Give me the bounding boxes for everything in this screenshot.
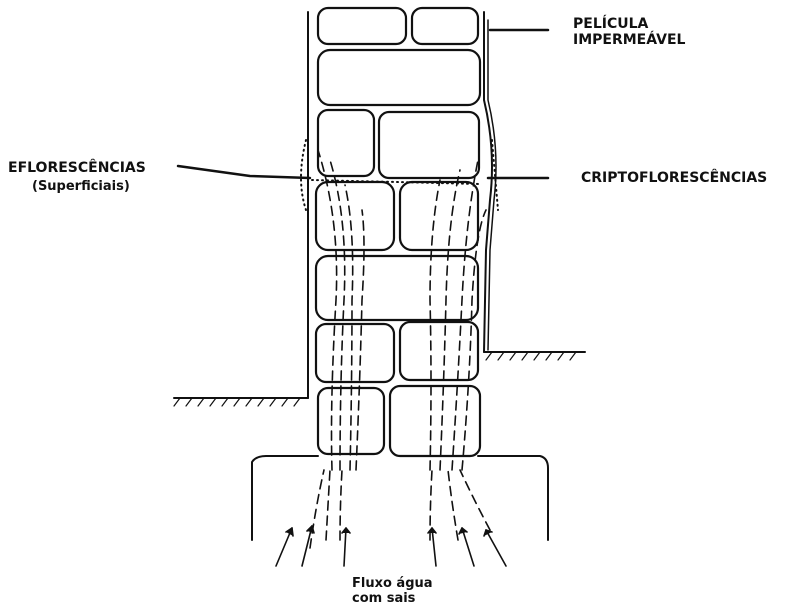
label-fluxo-agua: Fluxo água com sais (352, 577, 433, 607)
ground-hatch-right (486, 352, 576, 360)
label-fluxo-line1: Fluxo água (352, 577, 433, 592)
label-pelicula-impermeavel: PELÍCULA IMPERMEÁVEL (573, 16, 685, 48)
label-fluxo-line2: com sais (352, 592, 433, 607)
label-pelicula-line1: PELÍCULA (573, 16, 685, 32)
foundation-footing (252, 456, 548, 540)
label-eflorescencias-subtitle: (Superficiais) (32, 180, 130, 195)
ground-hatch-left (174, 398, 300, 406)
leader-eflorescencias (178, 166, 310, 178)
label-criptoflorescencias: CRIPTOFLORESCÊNCIAS (581, 170, 767, 186)
label-eflorescencias: EFLORESCÊNCIAS (8, 160, 146, 176)
label-pelicula-line2: IMPERMEÁVEL (573, 32, 685, 48)
